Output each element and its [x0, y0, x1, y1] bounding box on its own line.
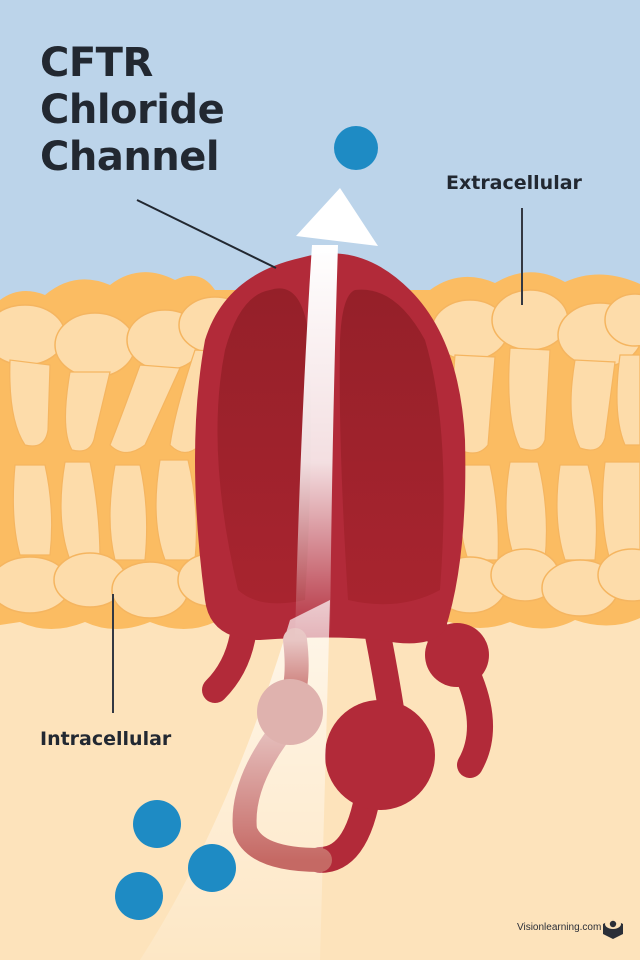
chloride-ion [188, 844, 236, 892]
credit-text: Visionlearning.com [517, 922, 602, 933]
intracellular-label: Intracellular [40, 728, 172, 750]
title-leader-line [136, 199, 277, 269]
chloride-ion [115, 872, 163, 920]
ion-flow-arrow [295, 188, 378, 640]
title-line: Chloride [40, 87, 225, 133]
visionlearning-logo-icon [603, 919, 623, 939]
title-line: CFTR [40, 40, 153, 86]
title-line: Channel [40, 134, 220, 180]
protein-node-faded [257, 679, 323, 745]
chloride-ion [133, 800, 181, 848]
extracellular-label: Extracellular [446, 172, 582, 194]
page-title: CFTR Chloride Channel [40, 40, 225, 181]
chloride-ion [334, 126, 378, 170]
